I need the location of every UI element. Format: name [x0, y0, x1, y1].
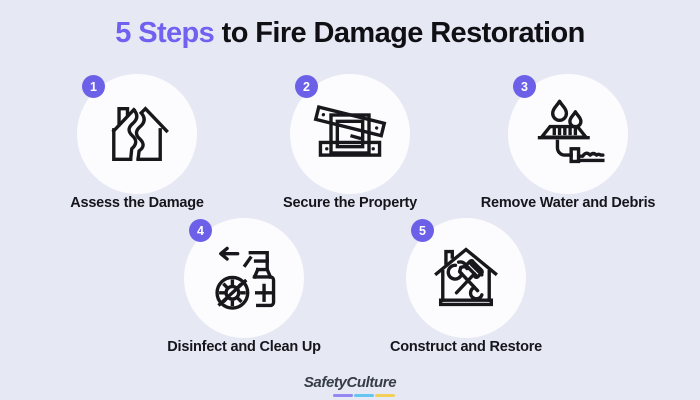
step-3: 3 Remove Water and Debris — [476, 74, 660, 211]
step-4-label: Disinfect and Clean Up — [167, 339, 321, 355]
title-highlight: 5 Steps — [115, 17, 215, 49]
broken-house-icon — [99, 96, 175, 172]
step-4-circle: 4 — [184, 218, 304, 338]
underline-yellow-segment — [375, 394, 396, 397]
step-3-circle: 3 — [508, 74, 628, 194]
water-extraction-icon — [530, 96, 606, 172]
safetyculture-logo: SafetyCulture — [303, 374, 397, 397]
disinfectant-spray-icon — [206, 240, 282, 316]
underline-blue-segment — [354, 394, 375, 397]
safetyculture-logo-text: SafetyCulture — [303, 374, 397, 391]
step-5: 5 Construct and Restore — [374, 218, 558, 355]
step-2-circle: 2 — [290, 74, 410, 194]
step-1-number-badge: 1 — [82, 75, 105, 98]
footer: SafetyCulture — [0, 374, 700, 397]
step-3-label: Remove Water and Debris — [480, 195, 656, 211]
title-rest: to Fire Damage Restoration — [214, 17, 586, 49]
step-5-circle: 5 — [406, 218, 526, 338]
underline-purple-segment — [333, 394, 354, 397]
step-3-number-badge: 3 — [513, 75, 536, 98]
step-1-label: Assess the Damage — [70, 195, 204, 211]
step-2: 2 Secure the Property — [258, 74, 442, 211]
step-2-label: Secure the Property — [283, 195, 417, 211]
house-tools-icon — [428, 240, 504, 316]
step-4: 4 Disinfect and Clean Up — [152, 218, 336, 355]
step-1: 1 Assess the Damage — [45, 74, 229, 211]
step-2-number-badge: 2 — [295, 75, 318, 98]
safetyculture-logo-underline — [333, 394, 396, 397]
step-1-circle: 1 — [77, 74, 197, 194]
boarded-window-icon — [312, 96, 388, 172]
step-4-number-badge: 4 — [189, 219, 212, 242]
step-5-label: Construct and Restore — [389, 339, 543, 355]
step-5-number-badge: 5 — [411, 219, 434, 242]
page-title: 5 Steps to Fire Damage Restoration — [0, 17, 700, 50]
